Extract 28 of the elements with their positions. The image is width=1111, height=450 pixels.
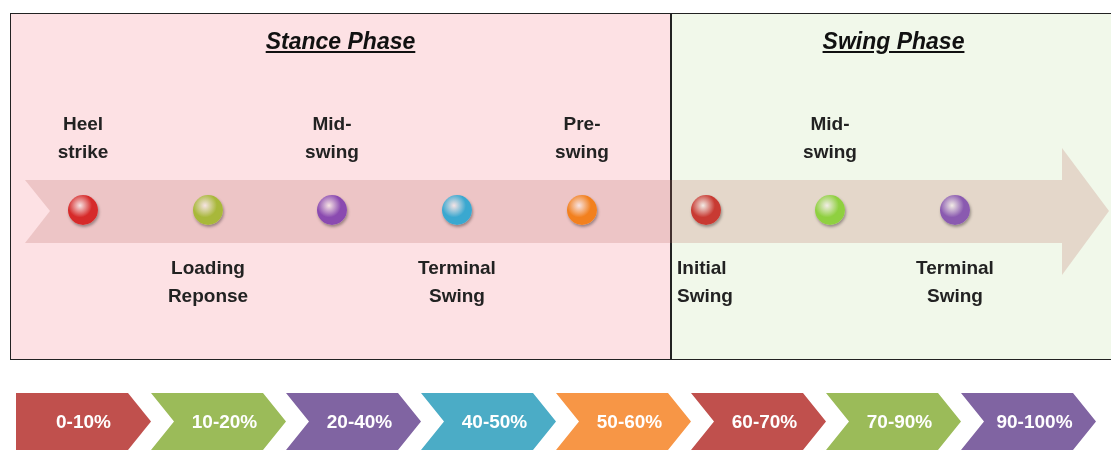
stage-label: Heel strike (56, 112, 110, 164)
percent-range-tag: 20-40% (286, 393, 421, 450)
stage-label: Terminal Swing (915, 256, 995, 308)
panel-title: Swing Phase (822, 28, 965, 55)
panel-title: Stance Phase (265, 28, 416, 55)
percent-range-tag: 0-10% (16, 393, 151, 450)
dot-marker (317, 195, 347, 225)
dot-marker (567, 195, 597, 225)
percent-range-tag: 60-70% (691, 393, 826, 450)
percent-range-tag: 70-90% (826, 393, 961, 450)
stage-label: Mid-swing (802, 112, 858, 164)
stage-label: Initial Swing (677, 256, 734, 308)
dot-marker (815, 195, 845, 225)
stage-label: Mid-swing (304, 112, 360, 164)
stage-label: Pre-swing (554, 112, 610, 164)
percent-range-tag: 90-100% (961, 393, 1096, 450)
phase-panel (671, 13, 1111, 360)
percent-range-tag: 10-20% (151, 393, 286, 450)
dot-marker (691, 195, 721, 225)
dot-marker (68, 195, 98, 225)
dot-marker (442, 195, 472, 225)
stage-label: Terminal Swing (417, 256, 497, 308)
dot-marker (940, 195, 970, 225)
dot-marker (193, 195, 223, 225)
stage-label: Loading Reponse (166, 256, 250, 308)
percent-range-tag: 40-50% (421, 393, 556, 450)
percent-range-tag: 50-60% (556, 393, 691, 450)
phase-panel (10, 13, 671, 360)
